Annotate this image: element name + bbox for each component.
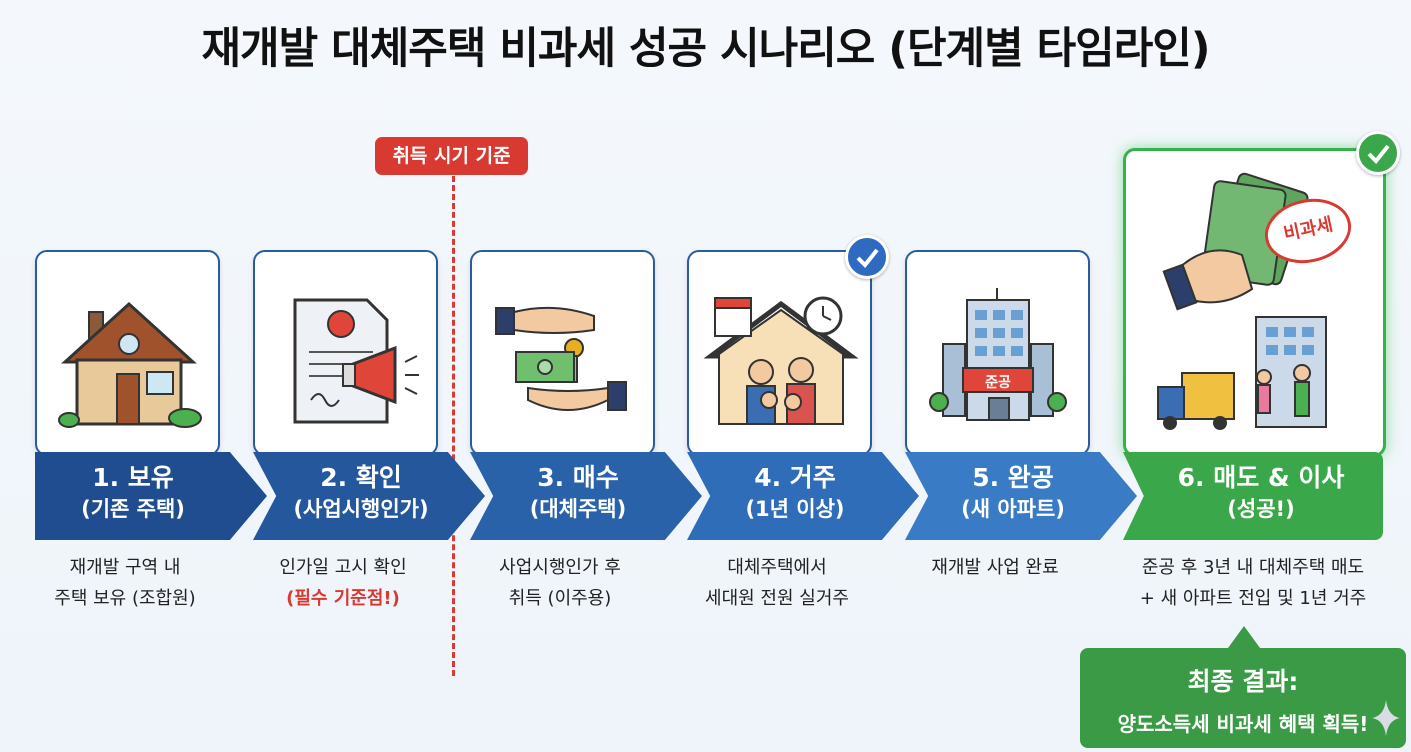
step-5-description: 재개발 사업 완료: [895, 552, 1095, 583]
family-house-icon: [703, 296, 859, 425]
step-6-description: 준공 후 3년 내 대체주택 매도 + 새 아파트 전입 및 1년 거주: [1108, 552, 1398, 614]
step-1-title: 1. 보유: [92, 463, 174, 492]
acquisition-timing-marker: 취득 시기 기준: [375, 137, 528, 175]
step-5-card: 준공: [905, 250, 1090, 456]
key-money-exchange-icon: [495, 306, 627, 411]
step-3-chevron: 3. 매수 (대체주택): [470, 452, 702, 540]
step-5-title: 5. 완공: [972, 463, 1054, 492]
step-6-chevron: 6. 매도 & 이사 (성공!): [1123, 452, 1383, 540]
step-1-desc-line2: 주택 보유 (조합원): [54, 588, 196, 609]
step-5-subtitle: (새 아파트): [961, 497, 1065, 521]
step-6-desc-line2: + 새 아파트 전입 및 1년 거주: [1139, 588, 1367, 609]
step-1-card: [35, 250, 220, 456]
final-result-title: 최종 결과:: [1187, 667, 1299, 696]
document-megaphone-icon: [293, 298, 419, 424]
money-moving-icon: [1157, 172, 1352, 430]
step-3-title: 3. 매수: [537, 463, 619, 492]
step-1-desc-line1: 재개발 구역 내: [69, 557, 181, 578]
step-3-card: [470, 250, 655, 456]
step-1-chevron: 1. 보유 (기존 주택): [35, 452, 267, 540]
step-5-chevron: 5. 완공 (새 아파트): [905, 452, 1137, 540]
page-title: 재개발 대체주택 비과세 성공 시나리오 (단계별 타임라인): [201, 24, 1210, 74]
step-6-title: 6. 매도 & 이사: [1177, 463, 1345, 492]
step-3-subtitle: (대체주택): [529, 497, 627, 521]
step-6-desc-line1: 준공 후 3년 내 대체주택 매도: [1141, 557, 1365, 578]
step-3-desc-line2: 취득 (이주용): [508, 588, 612, 609]
step-2-description: 인가일 고시 확인 (필수 기준점!): [243, 552, 443, 614]
step-5-desc-line1: 재개발 사업 완료: [931, 557, 1059, 578]
sparkle-icon: [1372, 700, 1400, 736]
step-4-description: 대체주택에서 세대원 전원 실거주: [677, 552, 877, 614]
step-4-subtitle: (1년 이상): [745, 497, 845, 521]
final-result-pointer: [1228, 626, 1260, 648]
final-result-text: 양도소득세 비과세 혜택 획득!: [1117, 712, 1369, 736]
step-2-title: 2. 확인: [320, 463, 402, 492]
apartment-building-icon: [929, 288, 1067, 421]
step-4-card: [687, 250, 872, 456]
step-3-description: 사업시행인가 후 취득 (이주용): [460, 552, 660, 614]
step-4-check-icon: [845, 235, 889, 279]
house-icon: [58, 301, 202, 428]
completion-sign: 준공: [985, 375, 1011, 391]
step-2-desc-line1: 인가일 고시 확인: [279, 557, 407, 578]
step-3-desc-line1: 사업시행인가 후: [499, 557, 621, 578]
step-2-desc-line2: (필수 기준점!): [286, 588, 400, 609]
step-1-description: 재개발 구역 내 주택 보유 (조합원): [25, 552, 225, 614]
step-4-desc-line1: 대체주택에서: [727, 557, 827, 578]
step-4-chevron: 4. 거주 (1년 이상): [687, 452, 919, 540]
step-6-card: 비과세: [1123, 148, 1386, 457]
step-2-chevron: 2. 확인 (사업시행인가): [253, 452, 485, 540]
step-1-subtitle: (기존 주택): [81, 497, 185, 521]
acquisition-timing-dashed-line: [452, 176, 455, 676]
step-2-subtitle: (사업시행인가): [293, 497, 429, 521]
step-6-check-icon: [1356, 131, 1400, 175]
step-4-title: 4. 거주: [754, 463, 836, 492]
final-result-box: 최종 결과: 양도소득세 비과세 혜택 획득!: [1080, 648, 1406, 748]
step-2-card: [253, 250, 438, 456]
step-4-desc-line2: 세대원 전원 실거주: [705, 588, 849, 609]
step-6-subtitle: (성공!): [1227, 497, 1295, 521]
